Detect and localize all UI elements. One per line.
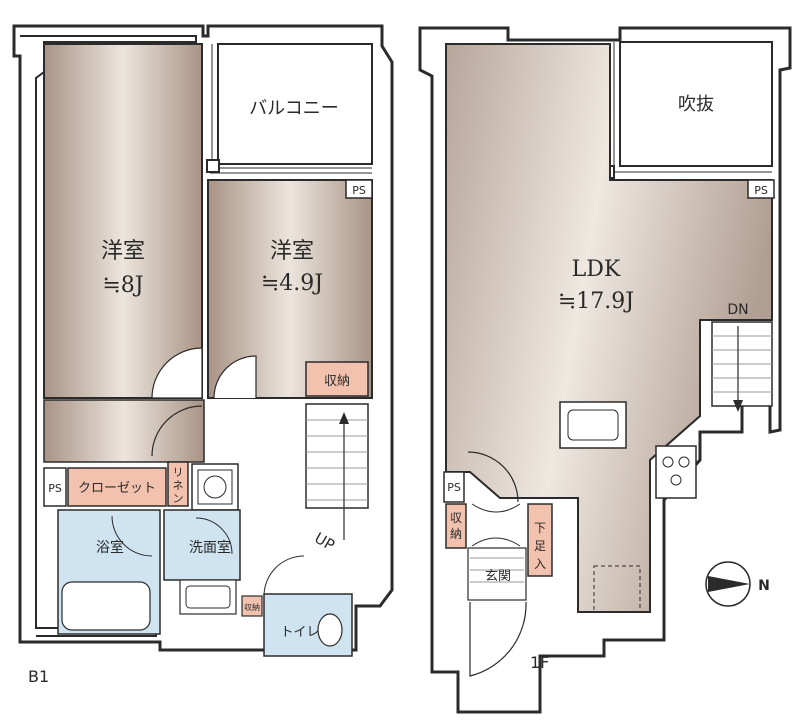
f1-floor-label: 1F: [530, 653, 549, 672]
stove: [655, 445, 697, 499]
b1-floor-label: B1: [28, 667, 49, 686]
shoe-storage-box: [527, 503, 553, 577]
washer: [191, 463, 239, 511]
b1-ps-left-box: [43, 467, 67, 507]
compass: [705, 561, 751, 607]
bedroom-2-size: ≒4.9J: [261, 271, 323, 296]
f1-ps-left-label: PS: [447, 481, 461, 494]
b1-hall: [43, 399, 205, 463]
bath-label: 浴室: [96, 539, 124, 556]
f1-storage-box: [445, 503, 467, 549]
washroom-label: 洗面室: [189, 539, 231, 556]
vanity: [179, 579, 237, 615]
bedroom-2-name: 洋室: [270, 239, 314, 264]
kitchen-sink: [559, 401, 627, 449]
closet-label: クローゼット: [78, 481, 156, 496]
bedroom-1-size: ≒8J: [102, 273, 143, 298]
shoe-storage-label-2: 足: [534, 539, 546, 553]
closet-box: [67, 467, 167, 507]
f1-storage-label-1: 収: [450, 511, 462, 525]
stairs-up-label: UP: [311, 529, 337, 555]
linen-box: [167, 461, 189, 507]
stairs-down-label: DN: [727, 302, 748, 318]
shoe-storage-label-3: 入: [534, 557, 546, 571]
compass-north-label: N: [758, 578, 770, 594]
b1-storage-label: 収納: [324, 374, 350, 389]
balcony: [217, 43, 373, 165]
linen-label-3: ン: [173, 492, 184, 505]
b1-outer-wall: [12, 24, 394, 652]
entrance-area: [467, 547, 527, 601]
fridge: [593, 565, 641, 613]
b1-storage-small-box: [241, 595, 263, 617]
void-label: 吹抜: [678, 94, 714, 115]
void-area: [619, 41, 773, 167]
b1-ps-top-label: PS: [352, 184, 366, 197]
bedroom-1: [43, 43, 203, 399]
ldk-size: ≒17.9J: [558, 289, 634, 314]
b1-floor: [12, 24, 394, 657]
f1-outer-wall: [418, 26, 792, 714]
f1-ps-top-box: [747, 179, 775, 199]
b1-ps-left-label: PS: [48, 482, 62, 495]
ldk-name: LDK: [572, 257, 621, 282]
b1-storage-box: [305, 361, 369, 397]
entrance-label: 玄関: [485, 569, 511, 584]
b1-storage-small-label: 収納: [244, 602, 260, 612]
toilet-label: トイレ: [280, 625, 319, 640]
linen-label-2: ネ: [173, 479, 184, 492]
bedroom-1-name: 洋室: [101, 239, 145, 264]
balcony-label: バルコニー: [249, 98, 339, 119]
b1-ps-top-box: [345, 179, 373, 199]
shoe-storage-label-1: 下: [534, 521, 546, 535]
f1-ps-top-label: PS: [754, 184, 768, 197]
ldk-room: [445, 43, 773, 613]
f1-ps-left-box: [443, 471, 465, 503]
bathtub: [61, 581, 151, 631]
linen-label-1: リ: [173, 466, 184, 479]
compass-arrow-icon: [708, 576, 750, 592]
b1-stairs: [305, 403, 369, 540]
washroom: [163, 509, 241, 581]
f1-stairs: [711, 321, 773, 412]
f1-floor: [418, 26, 792, 714]
f1-storage-label-2: 納: [450, 527, 462, 541]
